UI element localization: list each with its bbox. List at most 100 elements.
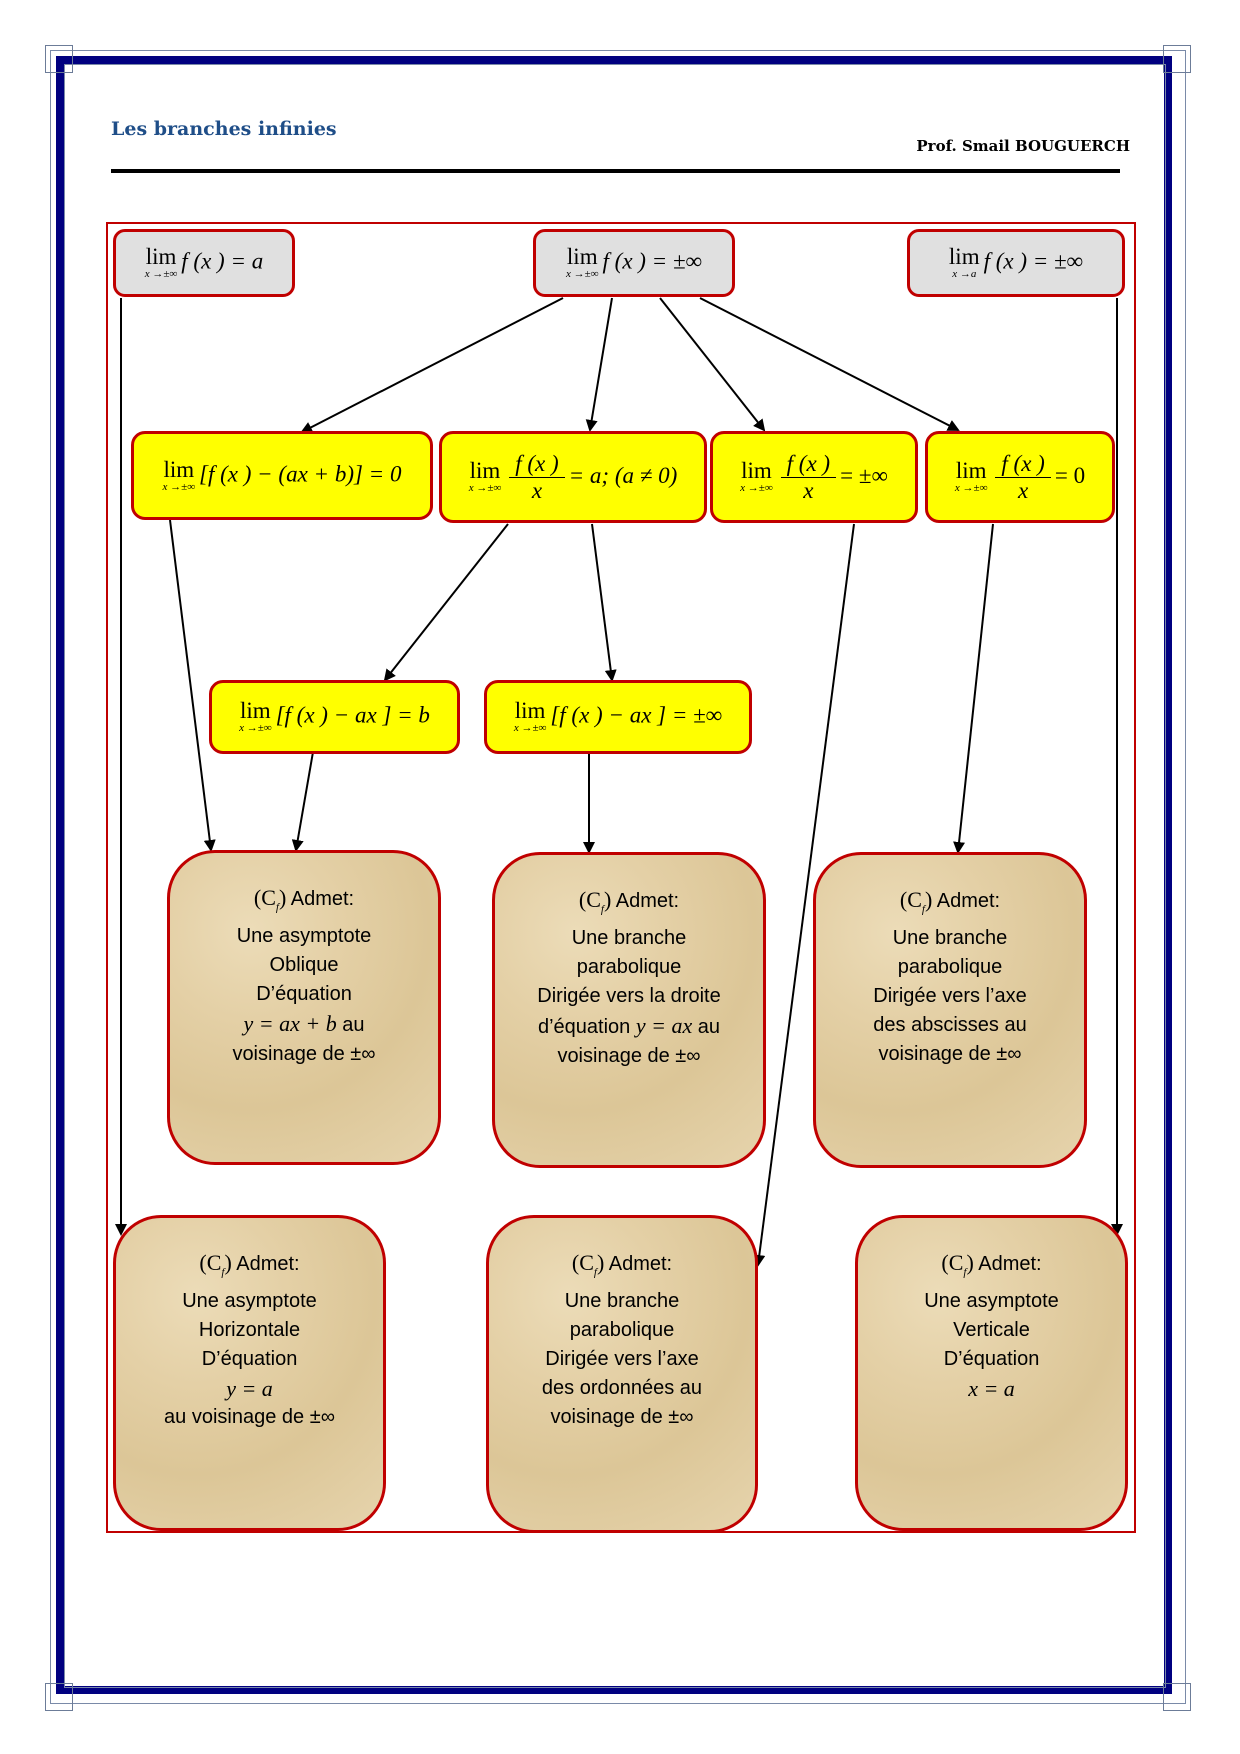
equation: x = a: [968, 1376, 1015, 1402]
admet-label: Admet:: [615, 890, 680, 912]
equation: y = ax + b: [243, 1011, 337, 1037]
page-frame-inner: [64, 64, 1166, 1688]
result-line: au: [692, 1016, 721, 1039]
lim-label: lim: [948, 244, 980, 269]
limit-rhs: = a; (a ≠ 0): [568, 462, 678, 488]
result-oblique-asymptote: (Cf) Admet: Une asymptote Oblique D’équa…: [167, 850, 441, 1165]
fraction-denominator: x: [803, 477, 814, 503]
limit-expression: f (x ) = ±∞: [602, 248, 702, 274]
result-line: Une asymptote: [182, 1290, 317, 1313]
fraction: f (x )x: [780, 451, 837, 504]
limit-expression: f (x ) = a: [181, 248, 264, 274]
result-line: parabolique: [897, 956, 1003, 979]
curve-label: (Cf): [578, 887, 612, 916]
result-line: Une branche: [571, 927, 687, 950]
header-rule: [111, 169, 1120, 173]
admet-label: Admet:: [608, 1253, 673, 1275]
limit-expression: [f (x ) − ax ] = ±∞: [550, 702, 723, 728]
admet-label: Admet:: [978, 1253, 1042, 1275]
equation: y = a: [226, 1376, 273, 1402]
author-name: Prof. Smail BOUGUERCH: [916, 137, 1130, 155]
result-line: Une asymptote: [236, 925, 372, 948]
equation: y = ax: [635, 1013, 693, 1039]
frame-corner-ornament: [1163, 45, 1191, 73]
lim-subscript: x →±∞: [513, 722, 547, 734]
result-parabolic-branch-x-axis: (Cf) Admet: Une branche parabolique Diri…: [813, 852, 1087, 1168]
page-frame-outer: [50, 50, 1186, 1704]
result-line: voisinage de ±∞: [550, 1406, 694, 1429]
result-line: Dirigée vers la droite: [537, 985, 721, 1008]
admet-label: Admet:: [290, 888, 355, 910]
curve-label: (Cf): [899, 887, 933, 916]
result-line: D’équation: [256, 983, 352, 1006]
result-line: Verticale: [953, 1319, 1030, 1342]
fraction: f (x )x: [509, 451, 565, 504]
result-line: Dirigée vers l’axe: [545, 1348, 699, 1371]
lim-label: lim: [163, 456, 195, 482]
fraction-numerator: f (x ): [995, 451, 1051, 478]
lim-label: lim: [741, 458, 772, 483]
limit-expression: f (x ) = ±∞: [983, 248, 1084, 274]
lim-subscript: x →±∞: [144, 268, 178, 280]
lim-subscript: x →a: [952, 268, 977, 280]
lim-subscript: x →±∞: [239, 722, 272, 734]
limit-rhs: = 0: [1054, 462, 1086, 488]
curve-label: (Cf): [199, 1250, 232, 1279]
fraction-numerator: f (x ): [780, 451, 837, 478]
lim-label: lim: [955, 458, 987, 483]
lim-subscript: x →±∞: [162, 480, 196, 493]
lim-subscript: x →±∞: [566, 268, 599, 280]
page-frame-band: [56, 56, 1172, 1694]
result-line: d’équation: [537, 1016, 636, 1039]
limit-rhs: = ±∞: [840, 462, 888, 488]
frame-corner-ornament: [45, 1683, 73, 1711]
lim-subscript: x →±∞: [740, 482, 773, 494]
curve-label: (Cf): [253, 885, 287, 914]
result-line: Une branche: [892, 927, 1008, 950]
lim-label: lim: [240, 698, 271, 723]
result-horizontal-asymptote: (Cf) Admet: Une asymptote Horizontale D’…: [113, 1215, 386, 1531]
result-line: voisinage de ±∞: [557, 1045, 701, 1068]
result-line: D’équation: [201, 1348, 298, 1371]
lim-label: lim: [469, 458, 501, 483]
fraction: f (x )x: [995, 451, 1051, 504]
limit-expression: [f (x ) − ax ] = b: [275, 702, 430, 728]
result-line: voisinage de ±∞: [232, 1043, 376, 1066]
result-line: Dirigée vers l’axe: [873, 985, 1027, 1008]
fraction-denominator: x: [1018, 477, 1029, 503]
document-title: Les branches infinies: [111, 118, 337, 140]
fraction-denominator: x: [531, 477, 543, 503]
curve-label: (Cf): [941, 1250, 974, 1279]
frame-corner-ornament: [1163, 1683, 1191, 1711]
limit-expression: [f (x ) − (ax + b)] = 0: [199, 460, 402, 486]
result-parabolic-branch-line: (Cf) Admet: Une branche parabolique Diri…: [492, 852, 766, 1168]
result-line: Horizontale: [198, 1319, 301, 1342]
lim-subscript: x →±∞: [954, 482, 988, 494]
result-parabolic-branch-y-axis: (Cf) Admet: Une branche parabolique Diri…: [486, 1215, 758, 1533]
result-line: parabolique: [576, 956, 682, 979]
lim-subscript: x →±∞: [468, 482, 502, 494]
lim-label: lim: [566, 244, 598, 269]
result-line: au voisinage de ±∞: [164, 1406, 335, 1429]
curve-label: (Cf): [571, 1250, 605, 1279]
admet-label: Admet:: [236, 1253, 300, 1275]
result-line: Une branche: [564, 1290, 680, 1313]
lim-label: lim: [514, 698, 546, 723]
result-line: des ordonnées au: [541, 1377, 703, 1400]
result-line: voisinage de ±∞: [878, 1043, 1022, 1066]
result-line: Oblique: [269, 954, 339, 977]
result-line: parabolique: [569, 1319, 675, 1342]
frame-corner-ornament: [45, 45, 73, 73]
result-line: D’équation: [943, 1348, 1040, 1371]
result-line: Une asymptote: [924, 1290, 1059, 1313]
fraction-numerator: f (x ): [509, 451, 565, 478]
result-line: au: [336, 1014, 365, 1037]
